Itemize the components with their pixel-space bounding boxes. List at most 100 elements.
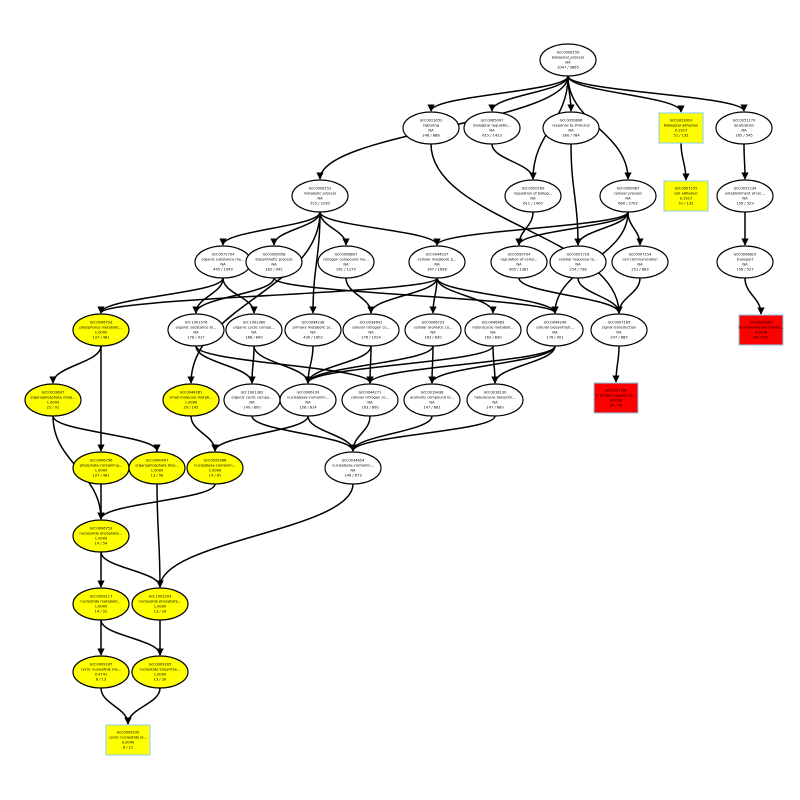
- node-go0006796[interactable]: GO:0006796phosphate-containing...1.00001…: [72, 451, 130, 485]
- node-ellipse: [590, 313, 648, 347]
- node-go-id: GO:0006807: [335, 253, 358, 257]
- node-pvalue: 0.4741: [95, 673, 108, 677]
- node-ellipse: [504, 179, 562, 213]
- node-go-id: GO:1901362: [241, 391, 264, 395]
- node-ellipse: [526, 313, 584, 347]
- node-counts: 149 / 800: [243, 406, 261, 410]
- node-counts: 248 / 888: [422, 134, 440, 138]
- node-go-id: GO:0055086: [204, 459, 227, 463]
- edge-go0034654-to-go1901293: [156, 483, 354, 588]
- node-counts: 51 / 132: [679, 202, 694, 206]
- node-go-id: GO:0055085: [750, 321, 773, 325]
- node-counts: 51 / 132: [674, 134, 689, 138]
- edge-go0008152-to-go0071704: [219, 211, 321, 246]
- node-pvalue: 1.0000: [151, 469, 164, 473]
- node-ellipse: [72, 587, 130, 621]
- node-ellipse: [131, 587, 189, 621]
- node-ellipse: [167, 313, 225, 347]
- node-ellipse: [342, 313, 400, 347]
- edge-go0006725-to-go0019438: [428, 345, 436, 384]
- edge-go0051179-to-go0051234: [741, 143, 749, 180]
- node-term-name: organic cyclic compo...: [231, 396, 272, 400]
- node-term-name: cellular biosyntheti...: [536, 326, 574, 330]
- node-term-name: nucleobase-containin...: [332, 464, 374, 468]
- node-term-name: nitrogen compound me...: [323, 258, 368, 262]
- node-ellipse: [279, 383, 337, 417]
- node-go-id: GO:0071704: [212, 253, 235, 257]
- node-go0055086[interactable]: GO:0055086nucleobase-containin...1.00001…: [186, 451, 244, 485]
- node-counts: 254 / 738: [569, 268, 587, 272]
- node-go-id: GO:0006810: [734, 253, 757, 257]
- node-pvalue: NA: [350, 469, 356, 473]
- edge-go0009987-to-go0044237: [433, 211, 629, 246]
- node-counts: 261 / 1179: [336, 268, 356, 272]
- edge-go0007154-to-go0007165: [615, 277, 641, 314]
- node-counts: 347 / 1698: [427, 268, 447, 272]
- node-term-name: cell adhesion: [674, 192, 698, 196]
- node-counts: 158 / 529: [736, 202, 754, 206]
- node-ellipse: [186, 451, 244, 485]
- node-ellipse: [324, 451, 382, 485]
- node-pvalue: NA: [317, 197, 323, 201]
- node-term-name: cellular metabolic p...: [418, 258, 457, 262]
- node-ellipse: [402, 111, 460, 145]
- node-term-name: nucleotide metabolic...: [80, 600, 121, 604]
- node-counts: 165 / 545: [735, 134, 752, 138]
- node-ellipse: [611, 245, 669, 279]
- node-go-id: GO:1901360: [243, 321, 266, 325]
- node-term-name: nucleotide biosynthe...: [139, 668, 180, 672]
- node-counts: 8 / 13: [96, 678, 106, 682]
- node-counts: 163 / 800: [361, 406, 379, 410]
- node-pvalue: NA: [367, 401, 373, 405]
- node-counts: 615 / 1423: [482, 134, 502, 138]
- node-ellipse: [539, 43, 597, 77]
- node-counts: 182 / 942: [265, 268, 282, 272]
